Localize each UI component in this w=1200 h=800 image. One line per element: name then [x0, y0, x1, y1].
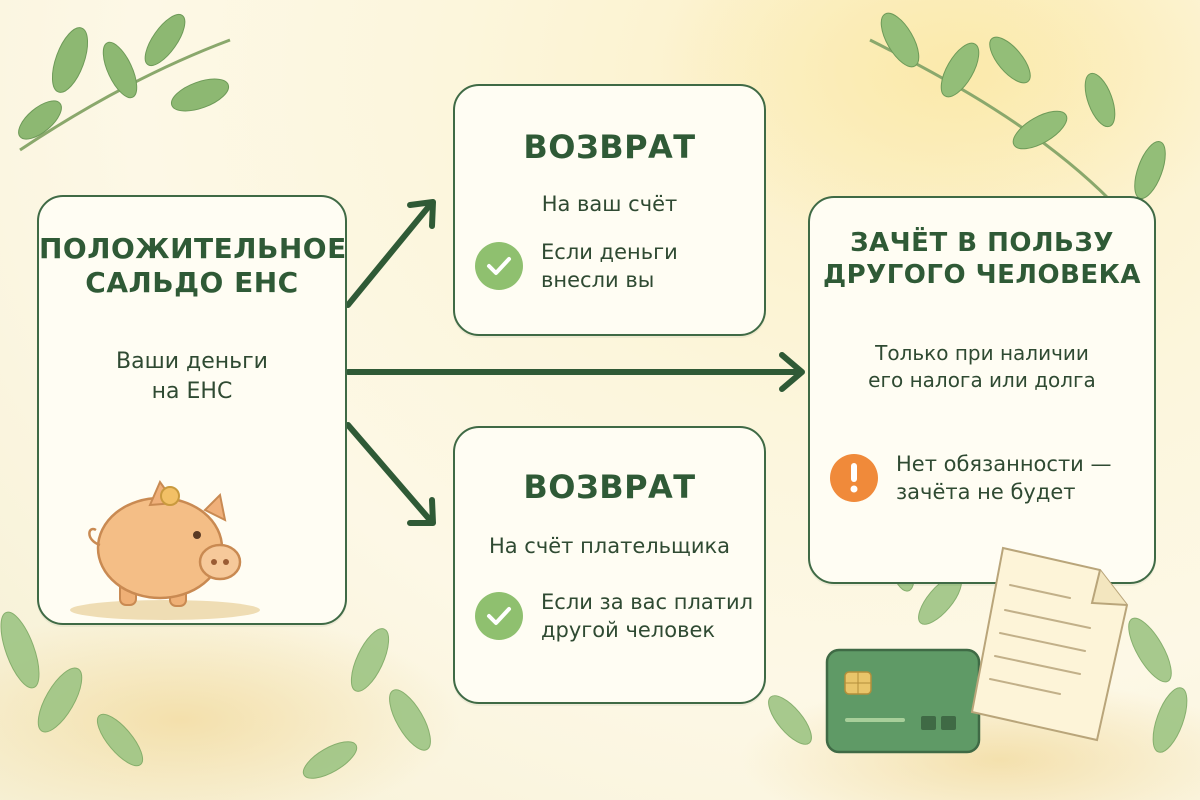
exclamation-icon — [830, 454, 878, 503]
arrow-to-refund-payer — [345, 422, 433, 523]
check-icon — [475, 242, 523, 291]
balance-card: ПОЛОЖИТЕЛЬНОЕ САЛЬДО ЕНС Ваши деньги на … — [37, 195, 347, 625]
arrow-to-refund-self — [345, 202, 433, 308]
leaf-branch-icon — [869, 12, 1166, 202]
refund-payer-card: ВОЗВРАТ На счёт плательщика Если за вас … — [453, 426, 766, 704]
refund-self-subtitle: На ваш счёт — [541, 192, 678, 216]
offset-card: ЗАЧЁТ В ПОЛЬЗУ ДРУГОГО ЧЕЛОВЕКА Только п… — [808, 196, 1156, 584]
refund-self-condition: Если деньги внесли вы — [475, 238, 678, 295]
offset-warning: Нет обязанности — зачёта не будет — [830, 450, 1112, 507]
leaf-branch-icon — [0, 611, 431, 779]
refund-payer-condition: Если за вас платил другой человек — [475, 588, 753, 645]
balance-title: ПОЛОЖИТЕЛЬНОЕ САЛЬДО ЕНС — [39, 232, 347, 300]
refund-self-title: ВОЗВРАТ — [523, 128, 696, 166]
balance-description: Ваши деньги на ЕНС — [116, 349, 268, 404]
offset-title: ЗАЧЁТ В ПОЛЬЗУ ДРУГОГО ЧЕЛОВЕКА — [822, 228, 1142, 290]
offset-subtitle: Только при наличии его налога или долга — [868, 341, 1096, 392]
refund-payer-subtitle: На счёт плательщика — [488, 534, 731, 558]
refund-payer-title: ВОЗВРАТ — [523, 468, 696, 506]
check-icon — [475, 592, 523, 641]
refund-self-card: ВОЗВРАТ На ваш счёт Если деньги внесли в… — [453, 84, 766, 336]
leaf-branch-icon — [18, 13, 231, 152]
